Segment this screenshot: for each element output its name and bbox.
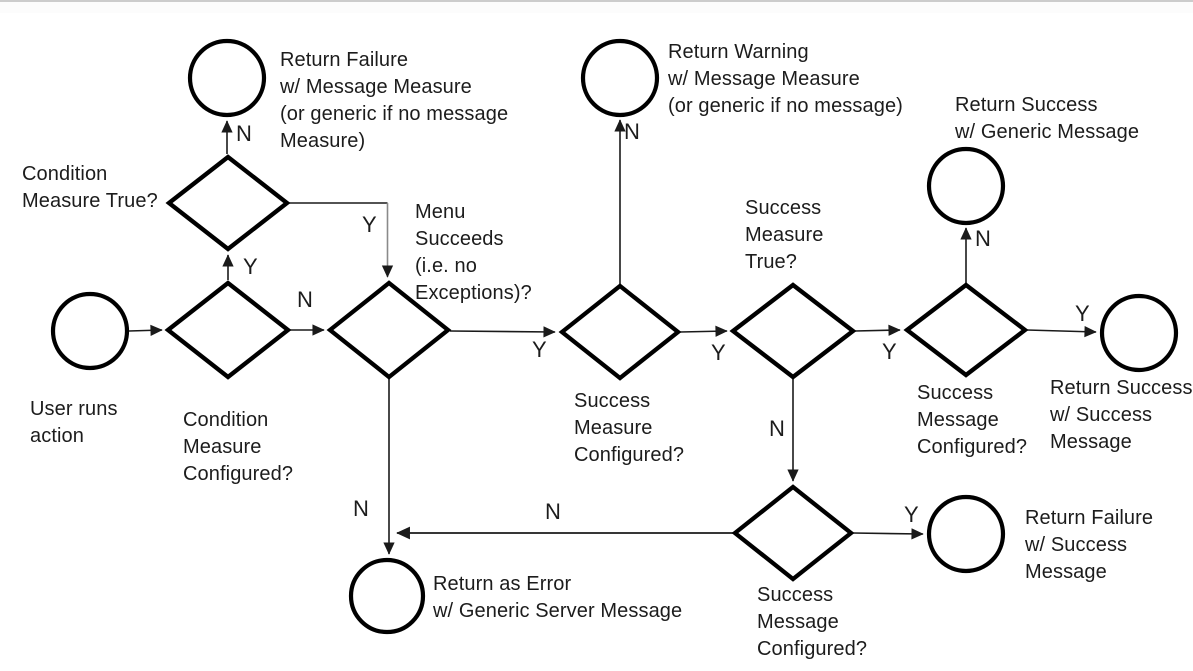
success-measure-true-label: Success Measure True? (745, 197, 824, 273)
edge-label-success-message-upper-yes: Y (1075, 301, 1090, 326)
edge-label-condition-true-yes: Y (362, 212, 377, 237)
success-measure-configured-label: Success Measure Configured? (574, 390, 685, 466)
edge-label-condition-true-no: N (236, 121, 252, 146)
edge-label-success-measure-true-yes: Y (882, 339, 897, 364)
condition-measure-configured-label: Condition Measure Configured? (183, 409, 294, 485)
bottom-divider (0, 0, 1193, 13)
success-measure-configured-decision (558, 283, 682, 381)
success-message-configured-lower-label: Success Message Configured? (757, 584, 868, 660)
success-message-configured-upper-decision (903, 282, 1029, 378)
edge-label-success-measure-true-no: N (769, 416, 785, 441)
start-node (50, 291, 130, 371)
edge-label-menu-succeeds-no: N (353, 496, 369, 521)
return-success-generic-label: Return Success w/ Generic Message (955, 94, 1140, 143)
return-success-with-message-label: Return Success w/ Success Message (1050, 377, 1193, 453)
return-failure-message-measure-label: Return Failure w/ Message Measure (or ge… (280, 49, 509, 152)
return-as-error-label: Return as Error w/ Generic Server Messag… (433, 573, 683, 622)
return-failure-success-message-label: Return Failure w/ Success Message (1025, 507, 1154, 583)
edge-label-success-message-lower-yes: Y (904, 502, 919, 527)
edge-menu-succeeds-yes (449, 326, 556, 338)
success-message-configured-upper-label: Success Message Configured? (917, 382, 1028, 458)
return-success-generic-node (926, 146, 1006, 226)
return-failure-success-message-node (926, 494, 1006, 574)
success-measure-true-decision (729, 282, 857, 380)
edge-label-success-message-lower-no: N (545, 499, 561, 524)
edge-label-condition-configured-yes: Y (243, 254, 258, 279)
menu-succeeds-decision (326, 280, 452, 380)
edge-label-success-measure-configured-no: N (624, 119, 640, 144)
condition-measure-true-label: Condition Measure True? (22, 163, 158, 212)
edge-start-to-condition-configured (128, 324, 163, 336)
condition-measure-configured-decision (164, 280, 292, 380)
edge-label-success-measure-configured-yes: Y (711, 340, 726, 365)
return-as-error-node (348, 557, 426, 635)
edge-success-message-upper-yes (1026, 326, 1097, 338)
return-failure-message-measure-node (187, 38, 267, 118)
edge-success-message-lower-yes (852, 528, 924, 540)
edge-label-menu-succeeds-yes: Y (532, 337, 547, 362)
edge-label-condition-configured-no: N (297, 287, 313, 312)
start-label: User runs action (30, 398, 118, 447)
edge-label-success-message-upper-no: N (975, 226, 991, 251)
menu-succeeds-label: Menu Succeeds (i.e. no Exceptions)? (415, 201, 532, 304)
edge-success-measure-true-yes (854, 324, 901, 336)
success-message-configured-lower-decision (731, 484, 855, 582)
return-success-with-message-node (1099, 293, 1179, 373)
edge-success-measure-configured-yes (679, 325, 728, 337)
condition-measure-true-decision (165, 154, 291, 252)
return-warning-label: Return Warning w/ Message Measure (or ge… (668, 41, 903, 117)
return-warning-node (580, 38, 660, 118)
